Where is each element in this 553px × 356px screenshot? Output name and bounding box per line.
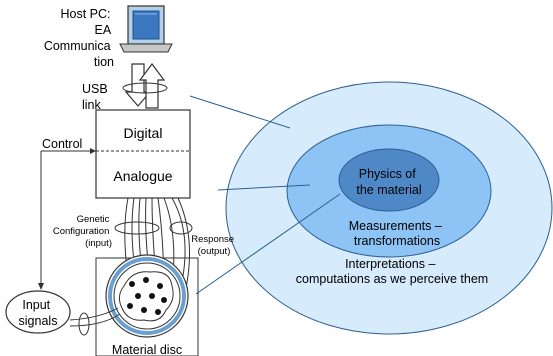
response-label: Response (output)	[191, 234, 236, 257]
digital-analogue-box	[95, 109, 191, 199]
input-cable-ring	[78, 312, 90, 336]
control-down-arrow-icon	[38, 283, 44, 290]
host-pc-label: Host PC: EA Communica tion	[44, 7, 114, 69]
usb-link-cable-ring	[122, 82, 168, 94]
computer-monitor-icon	[119, 5, 173, 53]
usb-link-label: USB link	[82, 82, 111, 112]
material-disc-label: Material disc	[112, 343, 182, 356]
interpretations-label: Interpretations – computations as we per…	[296, 257, 488, 286]
pointer-line-analogue	[217, 184, 311, 191]
input-signal-cable	[69, 307, 121, 327]
physics-ellipse	[338, 148, 440, 212]
physics-label: Physics of the material	[356, 167, 421, 197]
digital-label: Digital	[124, 125, 163, 141]
control-label: Control	[42, 137, 82, 151]
material-disc-blue-ring	[108, 257, 186, 335]
genetic-configuration-label: Genetic Configuration (input)	[53, 214, 112, 249]
electrode-dots	[127, 277, 167, 315]
measurements-label: Measurements – transformations	[349, 219, 446, 248]
control-arrow-icon	[90, 148, 96, 154]
response-cable-ring	[169, 221, 193, 235]
genetic-config-cable-ring	[114, 221, 160, 235]
analogue-label: Analogue	[113, 168, 172, 184]
input-signals-label: Input signals	[19, 298, 58, 328]
input-signals-ellipse	[5, 290, 71, 334]
usb-up-arrow-icon	[138, 63, 166, 109]
pointer-line-digital	[189, 95, 291, 129]
pointer-line-disc	[195, 193, 341, 295]
